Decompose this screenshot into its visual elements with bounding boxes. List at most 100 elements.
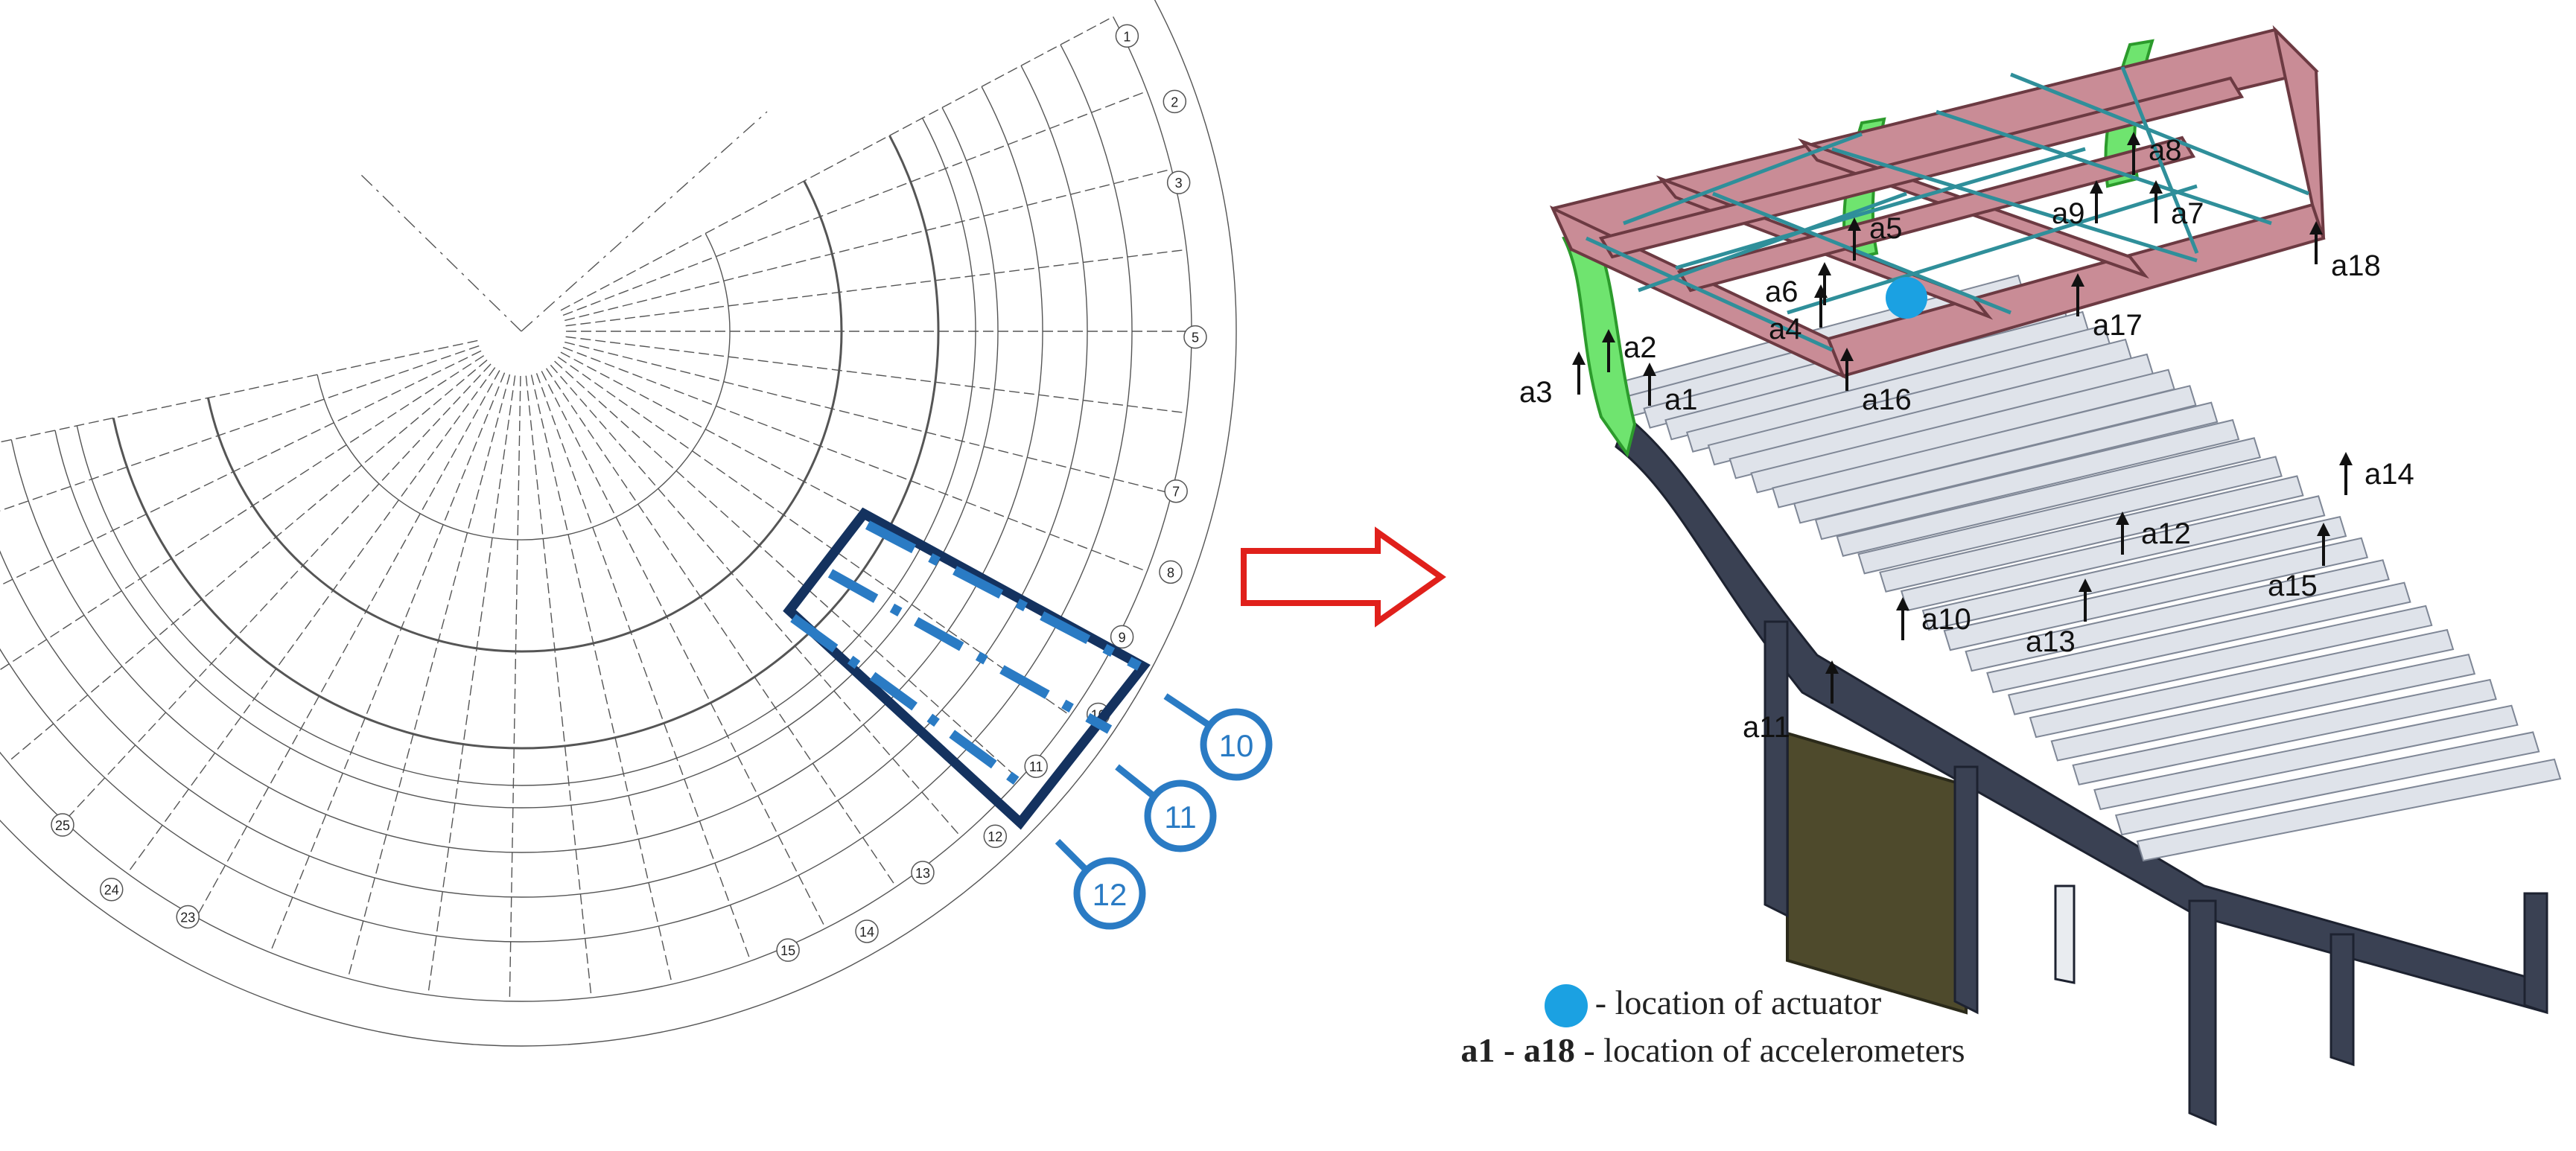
bracing-member	[1675, 147, 2086, 270]
plan-grid-bubble	[99, 877, 124, 902]
seating-tier	[1836, 437, 2262, 557]
accelerometer-arrowhead	[1825, 660, 1839, 674]
plan-grid-label: 3	[1175, 176, 1183, 191]
plan-grid-bubble	[983, 824, 1008, 848]
accelerometer-arrowhead	[2339, 452, 2353, 465]
plan-arc	[0, 0, 1237, 1047]
legend-actuator-row: - location of actuator	[1378, 979, 2048, 1028]
accelerometer-label-a3: a3	[1519, 376, 1553, 409]
accelerometer-label-a17: a17	[2093, 309, 2143, 342]
seating-tier	[2007, 605, 2433, 715]
plan-radial-line	[535, 373, 751, 961]
plan-radial-line	[270, 372, 506, 953]
plan-grid-bubble	[1115, 24, 1139, 48]
accelerometer-arrowhead	[2079, 578, 2092, 592]
plan-radial-line	[565, 249, 1187, 327]
plan-grid-bubble	[1166, 170, 1191, 194]
plan-grid-bubble	[1024, 754, 1048, 778]
plan-radial-line	[560, 16, 1113, 311]
plan-arc	[76, 118, 976, 786]
seating-tier	[2072, 678, 2497, 785]
plan-radial-line	[562, 346, 1148, 573]
figure-legend: - location of actuator a1 - a18 - locati…	[1378, 979, 2048, 1074]
plan-grid-label: 11	[1029, 759, 1043, 774]
seating-tier	[1879, 475, 2304, 593]
accelerometer-label-a16: a16	[1862, 383, 1912, 416]
accelerometer-arrowhead	[1848, 217, 1861, 231]
plan-grid-label: 23	[180, 910, 195, 925]
plan-grid-bubble	[855, 919, 879, 943]
roof-beam-right	[2272, 25, 2325, 239]
seating-tier	[1793, 401, 2219, 524]
plan-grid-label: 1	[1123, 29, 1130, 44]
actuator-marker	[1886, 277, 1927, 319]
plan-arc	[0, 65, 1088, 898]
plan-radial-line	[541, 371, 827, 929]
actuator-legend-icon	[1544, 984, 1588, 1028]
accelerometer-label-a5: a5	[1869, 212, 1903, 245]
seating-tier	[1943, 537, 2369, 651]
accelerometer-arrowhead	[2071, 273, 2084, 287]
plan-radial-line	[557, 356, 1071, 716]
callout-label-10: 10	[1219, 728, 1254, 763]
seating-tier	[2093, 704, 2519, 811]
accelerometer-arrowhead	[1840, 348, 1854, 361]
plan-radial-line	[550, 364, 961, 838]
plan-grid-label: 25	[55, 818, 70, 833]
seating-tier	[1857, 456, 2283, 575]
plan-radial-line	[196, 370, 500, 918]
plan-radial-line	[565, 336, 1187, 414]
accelerometer-label-a1: a1	[1664, 383, 1698, 416]
plan-grid-label: 14	[859, 925, 874, 940]
plan-arc	[206, 180, 843, 653]
accelerometer-arrowhead	[2116, 511, 2129, 525]
plan-grid-bubble	[776, 938, 800, 962]
plan-arc	[10, 86, 1043, 853]
plan-arc	[317, 233, 731, 541]
accelerometer-label-a4: a4	[1769, 313, 1802, 345]
seating-tier	[2029, 628, 2455, 739]
plan-radial-line	[127, 367, 496, 874]
plan-grid-label: 5	[1192, 331, 1199, 345]
plan-grid-label: 13	[915, 866, 930, 881]
highlighted-sector-frame	[783, 507, 1151, 830]
plan-radial-line	[545, 368, 897, 887]
legend-accel-text: - location of accelerometers	[1574, 1031, 1965, 1069]
legend-accelerometer-row: a1 - a18 - location of accelerometers	[1378, 1027, 2048, 1074]
accelerometer-arrowhead	[1818, 262, 1831, 275]
support-columns	[1764, 620, 2548, 1126]
seating-tier	[1772, 385, 2197, 508]
accelerometer-label-a10: a10	[1921, 603, 1971, 636]
accelerometer-arrowhead	[1643, 363, 1656, 376]
plan-grid-bubble	[1159, 560, 1183, 584]
plan-arc	[54, 107, 999, 809]
axis-callout-12: 12	[1055, 838, 1146, 930]
accelerometer-label-a18: a18	[2331, 249, 2381, 282]
bracing-member	[2010, 72, 2309, 196]
plan-arc	[0, 16, 1192, 1002]
axis-callout-10: 10	[1163, 693, 1273, 781]
legend-accel-range: a1 - a18	[1460, 1031, 1575, 1069]
accelerometer-arrowhead	[1572, 351, 1586, 365]
accelerometer-label-a7: a7	[2171, 197, 2204, 230]
plan-grid-label: 15	[780, 943, 795, 958]
accelerometer-label-a8: a8	[2149, 134, 2182, 167]
seating-tier	[1965, 559, 2390, 672]
transition-arrow	[1241, 526, 1446, 628]
plan-arc	[112, 135, 940, 750]
plan-radial-grid-lines	[0, 16, 1192, 1001]
accelerometer-arrowhead	[2149, 180, 2163, 194]
accelerometer-arrowhead	[1602, 329, 1615, 342]
highlighted-axis-lines	[790, 520, 1142, 794]
plan-grid-bubble	[1110, 625, 1134, 649]
seating-tier	[1814, 418, 2240, 541]
grandstand-3d-model: a1a2a3a4a5a6a7a8a9a10a11a12a13a14a15a16a…	[1519, 25, 2562, 1126]
plan-arc-lines	[0, 0, 1237, 1047]
plan-axis-line	[521, 111, 768, 332]
plan-radial-line	[0, 339, 478, 443]
accelerometer-arrowhead	[2127, 132, 2140, 145]
accelerometer-label-a14: a14	[2364, 458, 2414, 491]
bracing-member	[1936, 109, 2272, 226]
